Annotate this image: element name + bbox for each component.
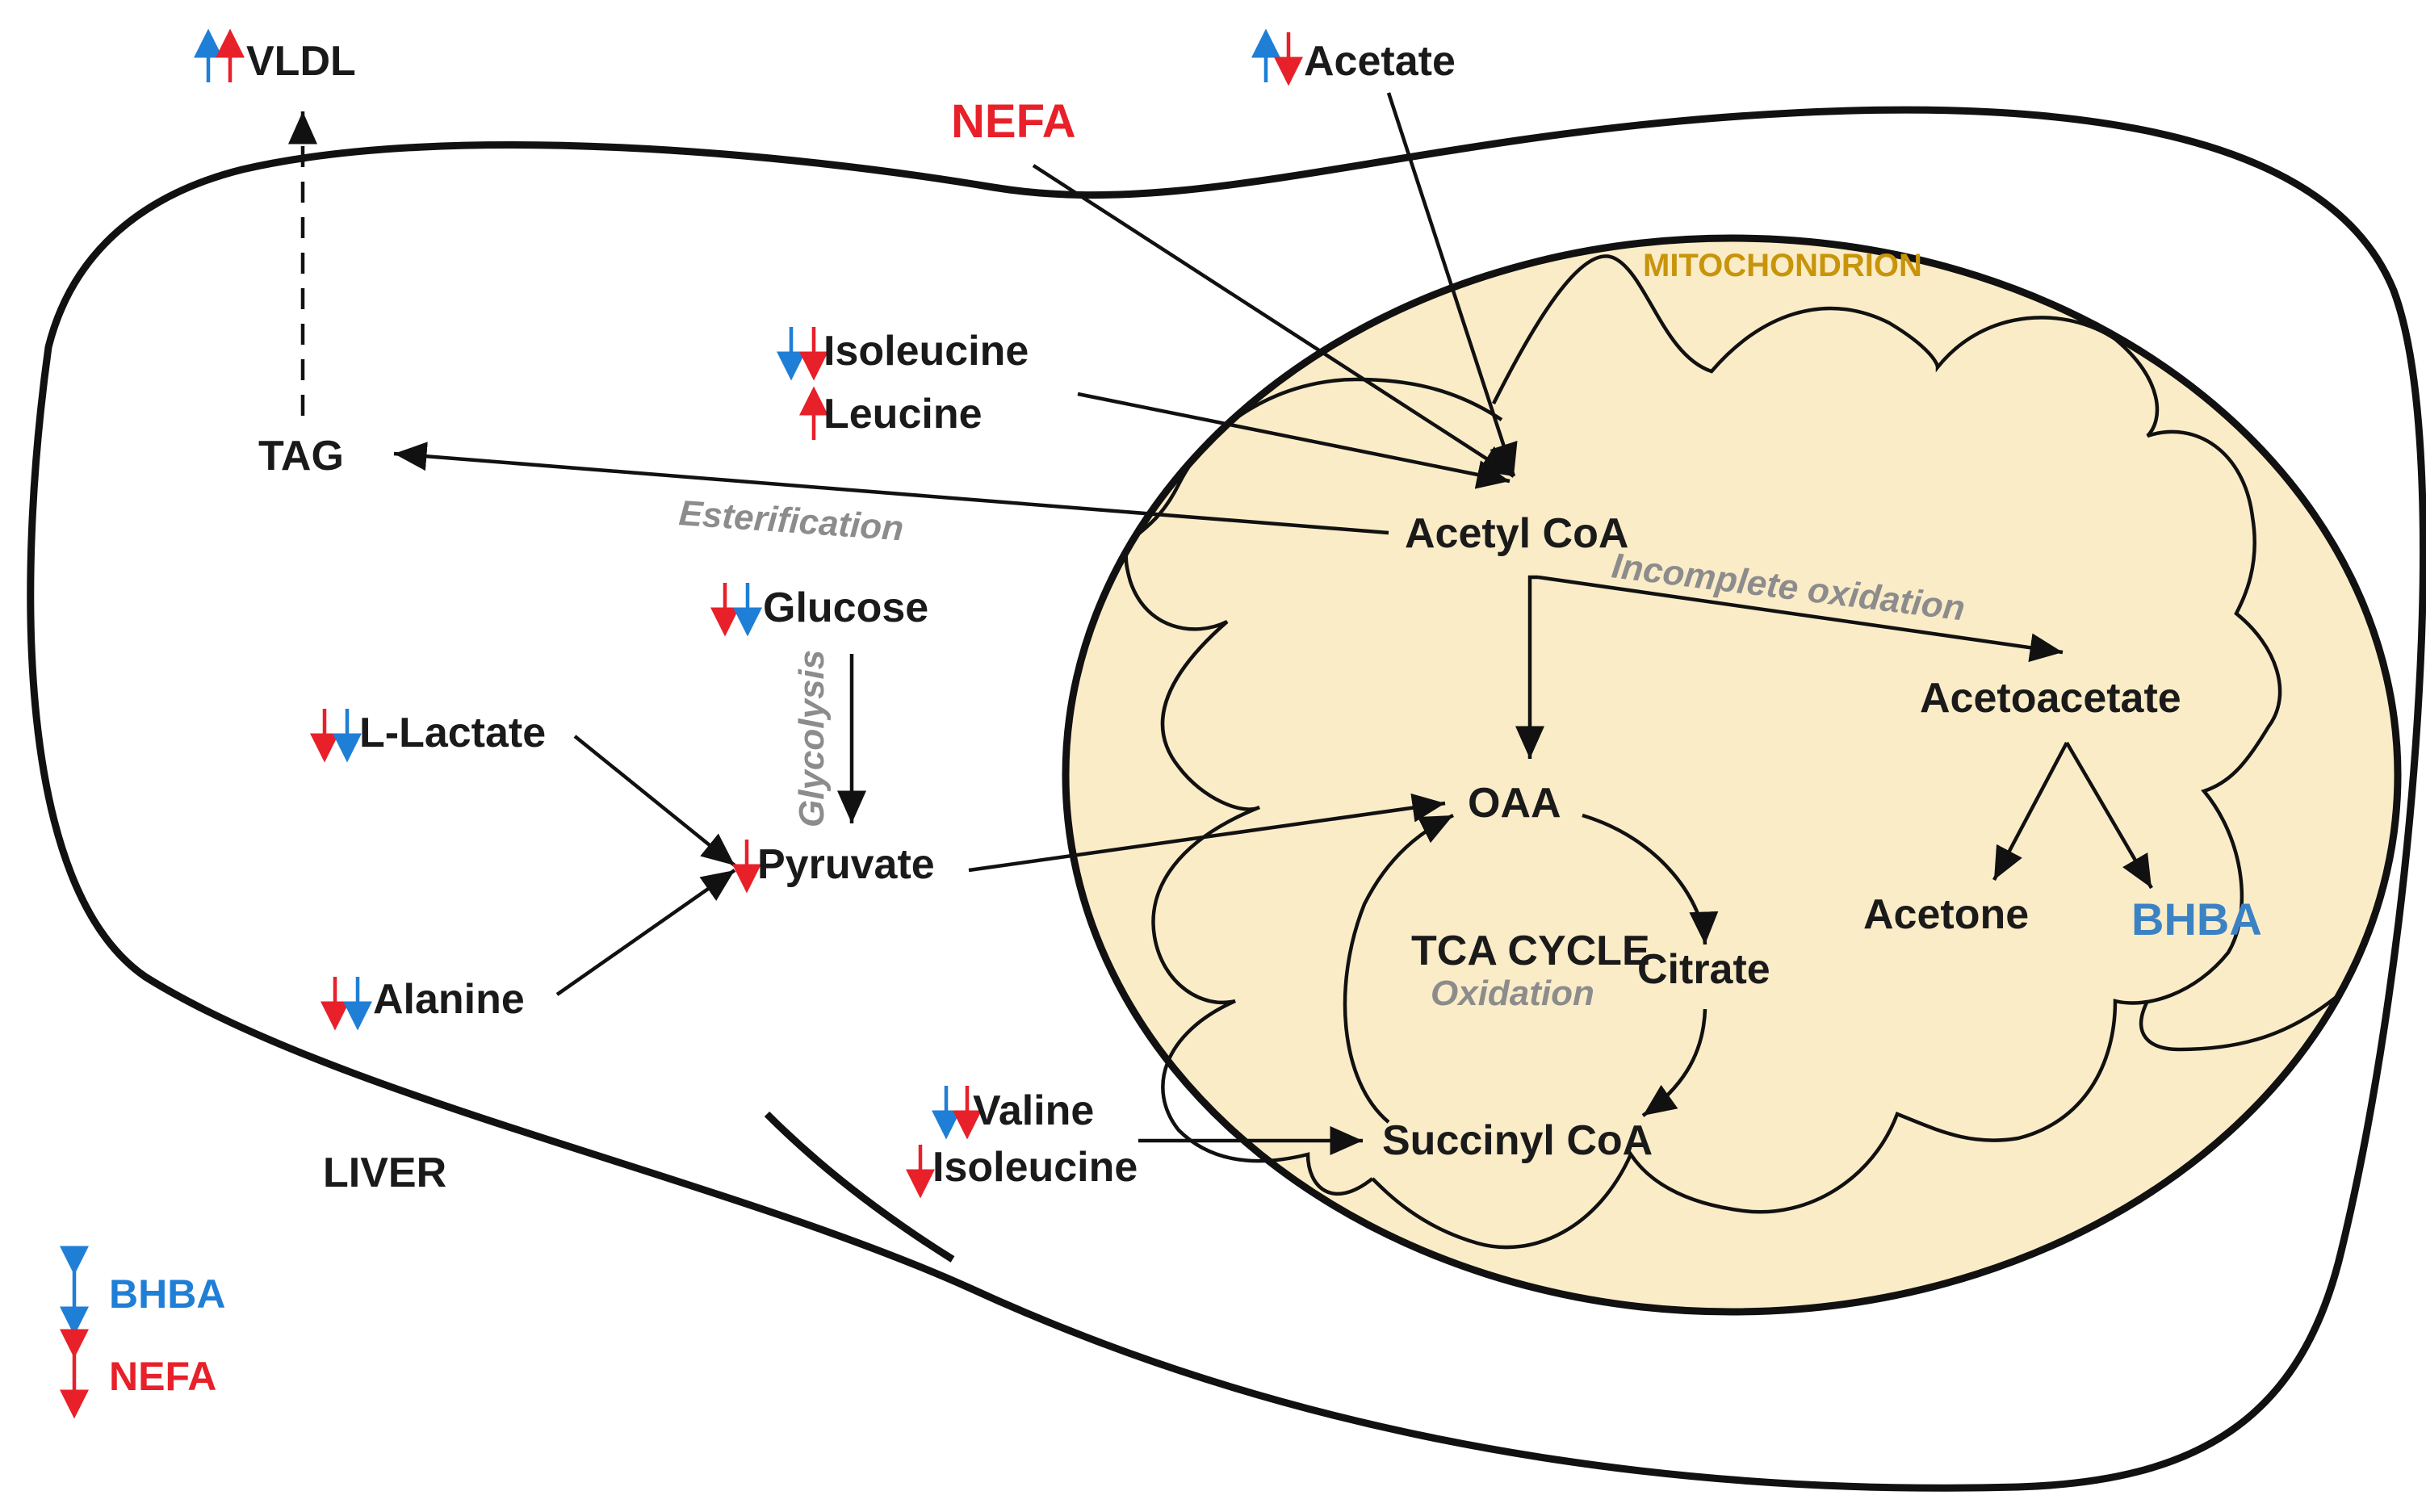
label-liver: LIVER <box>323 1150 446 1196</box>
label-tag: TAG <box>258 433 344 480</box>
arrow-nefa-to-acetylcoa <box>1032 164 1515 478</box>
label-alanine: Alanine <box>373 976 525 1023</box>
change-indicators <box>194 28 1303 1199</box>
label-glycolysis: Glycolysis <box>792 650 832 827</box>
arrow-acetylcoa-to-oaa <box>1515 575 1544 759</box>
arrow-lactate-to-pyruvate <box>573 735 736 867</box>
arrow-acetoacetate-to-bhba <box>2065 741 2153 890</box>
label-acetyl-coa: Acetyl CoA <box>1405 510 1628 557</box>
mitochondrion-cristae-right <box>2139 991 2343 1052</box>
label-succinyl-coa: Succinyl CoA <box>1382 1117 1653 1164</box>
legend-label-bhba: BHBA <box>109 1271 225 1317</box>
label-acetone: Acetone <box>1863 891 2029 938</box>
arrow-alanine-to-pyruvate <box>555 869 736 996</box>
arrow-acetate-to-acetylcoa <box>1386 92 1518 477</box>
arrow-succinyl-to-oaa <box>1343 813 1455 1124</box>
label-isoleucine-top: Isoleucine <box>823 328 1029 375</box>
label-oxidation: Oxidation <box>1431 974 1594 1013</box>
label-esterification: Esterification <box>677 493 904 548</box>
arrow-acetylcoa-to-tag <box>393 442 1389 535</box>
arrow-pyruvate-to-oaa <box>968 793 1446 873</box>
label-valine: Valine <box>973 1087 1094 1134</box>
arrow-bcaa-to-acetylcoa <box>1077 392 1510 489</box>
label-leucine: Leucine <box>823 391 983 438</box>
arrow-citrate-to-succinyl <box>1641 1008 1707 1117</box>
arrow-acetoacetate-to-acetone <box>1992 741 2068 882</box>
label-bhba: BHBA <box>2131 894 2262 944</box>
legend-label-nefa: NEFA <box>109 1354 216 1399</box>
cell-membrane-fold <box>764 1111 955 1263</box>
label-pyruvate: Pyruvate <box>757 841 935 888</box>
arrow-acetylcoa-to-acetoacetate <box>1537 575 2064 663</box>
mitochondrion-cristae <box>1371 254 2282 1250</box>
label-vldl: VLDL <box>246 38 356 85</box>
label-citrate: Citrate <box>1637 946 1770 993</box>
label-acetoacetate: Acetoacetate <box>1920 675 2181 722</box>
liver-cell-outline <box>27 106 2426 1492</box>
label-tca-cycle: TCA CYCLE <box>1411 928 1650 974</box>
mitochondrion <box>1062 234 2402 1316</box>
label-mitochondrion: MITOCHONDRION <box>1643 248 1922 283</box>
mitochondrion-cristae-left <box>1124 377 1503 1196</box>
arrow-oaa-to-citrate <box>1582 813 1719 945</box>
label-l-lactate: L-Lactate <box>359 710 546 756</box>
label-oaa: OAA <box>1468 780 1561 827</box>
pathway-arrows <box>288 92 2153 1155</box>
label-isoleucine-bottom: Isoleucine <box>932 1144 1138 1191</box>
label-acetate: Acetate <box>1304 38 1456 85</box>
label-nefa: NEFA <box>951 95 1076 148</box>
label-glucose: Glucose <box>763 584 928 631</box>
